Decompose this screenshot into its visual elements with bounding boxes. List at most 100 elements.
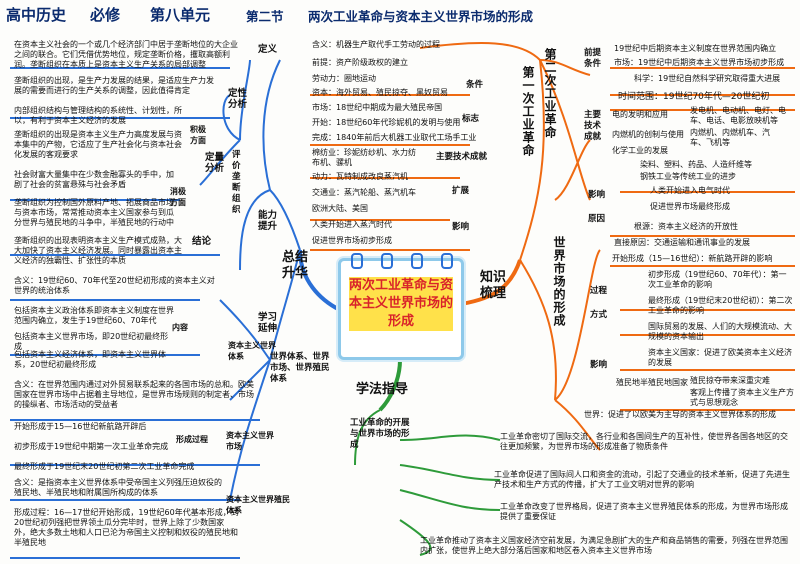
pre-label: 前提条件: [584, 48, 602, 69]
branch-summary: 总结升华: [282, 250, 309, 281]
reason-1: 根源：资本主义经济的开放性: [634, 222, 738, 231]
spread-label: 扩展: [452, 186, 470, 196]
process-label: 形成过程: [176, 435, 208, 444]
negative-label: 消极方面: [170, 187, 186, 207]
first-cond-3: 资本：海外贸易、殖民掠夺、黑奴贸易: [312, 88, 448, 97]
tech-3-detail: 染料、塑料、药品、人造纤维等: [640, 160, 752, 169]
mode-label: 方式: [590, 310, 608, 320]
market-start: 开始形成（15—16世纪）：新航路开辟的影响: [612, 254, 773, 263]
center-card: 两次工业革命与资本主义世界市场的形成: [338, 253, 464, 360]
colonial-meaning: 含义：是指资本主义世界体系中受帝国主义列强压迫奴役的殖民地、半殖民地和附属国所构…: [14, 478, 222, 497]
first-revolution-label: 第一次工业革命: [521, 66, 535, 157]
tech-2: 内燃机的创制与使用: [612, 130, 684, 139]
first-cond-4: 市场：18世纪中期成为最大殖民帝国: [312, 103, 443, 112]
method-topic: 工业革命的开展与世界市场的形成: [350, 418, 410, 450]
world-market-label: 世界市场的形成: [552, 236, 566, 327]
header-subject: 高中历史: [6, 6, 67, 24]
pre-1: 19世纪中后期资本主义制度在世界范围内确立: [614, 44, 777, 53]
reason-label: 原因: [588, 214, 606, 224]
tech-1: 电的发明和应用: [612, 110, 668, 119]
influence-label: 影响: [452, 222, 470, 232]
market-process-2: 初步形成于19世纪中期第一次工业革命完成: [14, 442, 169, 451]
definition-label: 定义: [258, 44, 278, 55]
center-title: 两次工业革命与资本主义世界市场的形成: [349, 277, 454, 331]
header-section: 第二节: [246, 9, 284, 24]
first-ach-3: 交通业：蒸汽轮船、蒸汽机车: [312, 188, 416, 197]
method-3: 工业革命改变了世界格局，促进了资本主义世界殖民体系的形成，为世界市场形成提供了重…: [500, 502, 788, 521]
positive-2: 垄断组织的出现是资本主义生产力高度发展与资本集中的产物，它适应了生产社会化与资本…: [14, 130, 182, 159]
definition-text: 在资本主义社会的一个或几个经济部门中居于垄断地位的大企业之间的联合。它们凭借优势…: [14, 40, 238, 69]
process-2: 最终形成（19世纪末20世纪初）：第二次工业革命的影响: [648, 296, 793, 315]
second-influence-label: 影响: [588, 190, 606, 200]
first-meaning: 含义：机器生产取代手工劳动的过程: [312, 40, 440, 49]
first-cond-1: 前提：资产阶级政权的建立: [312, 58, 408, 67]
first-ach-1: 棉纺业：珍妮纺纱机、水力纺布机、骡机: [312, 148, 416, 167]
binder-rings: [351, 253, 453, 269]
influence2-3: 客观上传播了资本主义生产方式与思想观念: [690, 388, 794, 407]
negative-2: 垄断组织为控制国外原料产地、拓展商品市场与资本市场，常常推动资本主义国家参与到瓜…: [14, 198, 174, 227]
first-inf-2: 促进世界市场初步形成: [312, 236, 392, 245]
qualitative-text: 垄断组织的出现，是生产力发展的结果，是适应生产力发展的需要而进行的生产关系的调整…: [14, 76, 214, 95]
system-content-3: 包括资本主义经济体系，即资本主义世界体系，20世纪初最终形成: [14, 350, 166, 369]
reason-2: 直接原因：交通运输和通讯事业的发展: [614, 238, 750, 247]
ability-label: 能力提升: [258, 210, 278, 232]
positive-1: 内部组织结构与管理结构的系统性、计划性，所以，有利于资本主义经济的发展: [14, 106, 182, 125]
tech-1-detail: 发电机、电动机、电灯、电车、电话、电影放映机等: [690, 106, 786, 125]
second-inf-1: 人类开始进入电气时代: [650, 186, 730, 195]
influence2-label: 影响: [590, 360, 608, 370]
system-content-2: 包括资本主义世界市场，即20世纪初最终形成: [14, 332, 169, 351]
first-spread: 欧洲大陆、美国: [312, 204, 368, 213]
marks-label: 标志: [462, 114, 480, 124]
system-label: 资本主义世界体系: [228, 341, 276, 361]
header-volume: 必修: [90, 6, 121, 24]
tech-4: 钢铁工业等传统工业的进步: [640, 172, 736, 181]
review-label: 学习延伸: [258, 312, 278, 334]
process-label-right: 过程: [590, 286, 608, 296]
first-mark-2: 完成：1840年前后大机器工业取代工场手工业: [312, 133, 477, 142]
header-unit: 第八单元: [150, 6, 211, 24]
second-inf-2: 促进世界市场最终形成: [650, 202, 730, 211]
market-label: 资本主义世界市场: [226, 431, 274, 451]
first-ach-2: 动力：瓦特制成改良蒸汽机: [312, 172, 408, 181]
market-process-1: 开始形成于15—16世纪新航路开辟后: [14, 422, 147, 431]
mode-1: 国际贸易的发展、人们的大规模流动、大规模的资本输出: [648, 322, 792, 341]
achievements-label: 主要技术成就: [436, 152, 488, 162]
branch-knowledge: 知识梳理: [480, 270, 507, 301]
system-meaning: 含义：19世纪60、70年代至20世纪初形成的资本主义对世界的统治体系: [14, 276, 215, 295]
first-cond-2: 劳动力：圈地运动: [312, 74, 376, 83]
pre-2: 市场：19世纪中后期资本主义世界市场初步形成: [614, 58, 785, 67]
tech-label: 主要技术成就: [584, 110, 602, 142]
conclusion-text: 垄断组织的出现表明资本主义生产模式成熟，大大加快了资本主义经济发展。同时暴露出资…: [14, 236, 182, 265]
quantitative-label: 定量分析: [205, 152, 225, 174]
first-mark-1: 开始：18世纪60年代珍妮机的发明与使用: [312, 118, 461, 127]
evaluate-label: 评价垄断组织: [232, 150, 241, 215]
second-revolution-label: 第二次工业革命: [543, 48, 557, 139]
content-label: 内容: [172, 323, 188, 332]
colonial-label: 资本主义世界殖民体系: [226, 495, 290, 515]
qualitative-label: 定性分析: [228, 88, 248, 110]
branch-method: 学法指导: [356, 382, 409, 397]
influence2-2: 殖民掠夺带来深重灾难: [690, 376, 770, 385]
tech-2-detail: 内燃机、内燃机车、汽车、飞机等: [690, 128, 770, 147]
negative-1: 社会财富大量集中在少数金融寡头的手中，加剧了社会的贫富悬殊与社会矛盾: [14, 170, 174, 189]
influence2-4: 世界：促进了以欧美为主导的资本主义世界体系的形成: [584, 410, 776, 419]
system-content-1: 包括资本主义政治体系即资本主义制度在世界范围内确立，发生于19世纪60、70年代: [14, 306, 174, 325]
influence2-1: 资本主义国家：促进了欧美资本主义经济的发展: [648, 348, 792, 367]
method-4: 工业革命推动了资本主义国家经济空前发展，为满足急剧扩大的生产和商品销售的需要，列…: [420, 536, 788, 555]
market-meaning: 含义：在世界范围内通过对外贸易联系起来的各国市场的总和。欧美国家在世界市场中占据…: [14, 380, 254, 409]
process-1: 初步形成（19世纪60、70年代）：第一次工业革命的影响: [648, 270, 787, 289]
world-system-label: 世界体系、世界市场、世界殖民体系: [270, 352, 330, 384]
method-2: 工业革命促进了国际间人口和资金的流动，引起了交通业的技术革新，促进了先进生产技术…: [494, 470, 790, 489]
conclusion-label: 结论: [192, 236, 212, 247]
pre-3: 科学：19世纪自然科学研究取得重大进展: [634, 74, 781, 83]
time-range: 时间范围：19世纪70年代—20世纪初: [618, 92, 770, 102]
header-title: 两次工业革命与资本主义世界市场的形成: [308, 9, 534, 24]
market-process-3: 最终形成于19世纪末20世纪初第二次工业革命完成: [14, 462, 195, 471]
tech-3: 化学工业的发展: [612, 146, 668, 155]
positive-label: 积极方面: [190, 125, 206, 145]
first-inf-1: 人类开始进入蒸汽时代: [312, 220, 392, 229]
conditions-label: 条件: [466, 80, 484, 90]
colonies-label: 殖民地半殖民地国家: [616, 378, 688, 387]
colonial-formation: 形成过程：16—17世纪开始形成，19世纪60年代基本形成，到20世纪初列强把世…: [14, 508, 239, 547]
